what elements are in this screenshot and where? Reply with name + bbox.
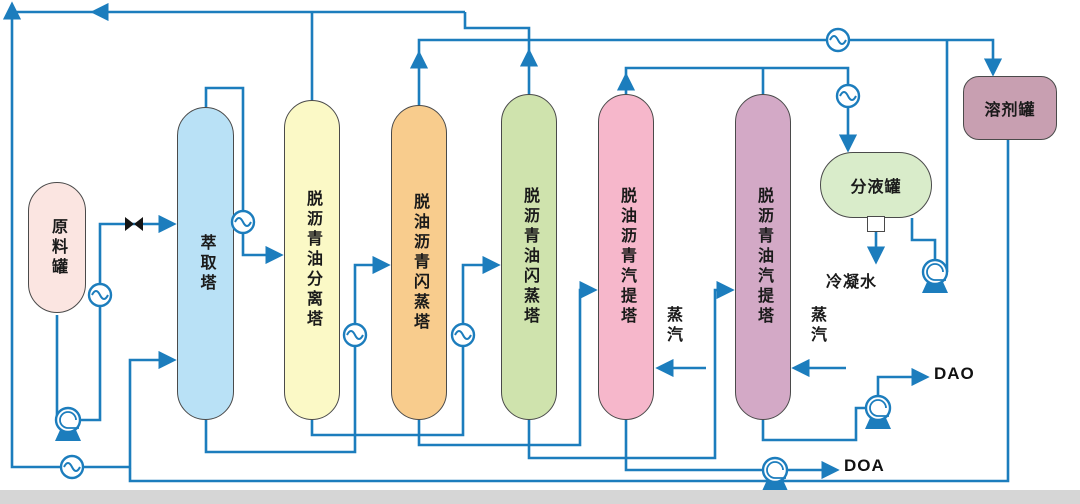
pump-icon <box>54 406 82 441</box>
vessel-dao-separation-tower: 脱沥青油分离塔 <box>284 100 340 420</box>
label-dao-product: DAO <box>934 364 975 383</box>
heat-exchanger-icon <box>87 282 113 308</box>
pipe-doaflash-overhead <box>417 38 1003 105</box>
valve-icon <box>125 217 143 231</box>
heat-exchanger-icon <box>230 209 256 235</box>
pipe-dao-product-out <box>876 367 930 396</box>
heat-exchanger-icon <box>342 322 368 348</box>
vessel-separator-drum: 分液罐 <box>820 152 932 218</box>
pump-icon <box>921 258 949 293</box>
pipe-feed-suction <box>55 315 66 422</box>
heat-exchanger-icon <box>825 27 851 53</box>
vessel-raw-material-tank: 原料罐 <box>28 182 86 313</box>
label-steam-1: 蒸汽 <box>664 306 681 346</box>
vessel-label-dao-separation-tower: 脱沥青油分离塔 <box>304 190 321 330</box>
separator-drum-nozzle <box>867 216 885 232</box>
heat-exchanger-icon <box>835 83 861 109</box>
vessel-dao-stripper-tower: 脱沥青油汽提塔 <box>735 94 791 420</box>
heat-exchanger-icon <box>59 454 85 480</box>
label-condensate-water: 冷凝水 <box>826 274 878 291</box>
vessel-dao-flash-tower: 脱沥青油闪蒸塔 <box>501 94 557 420</box>
vessel-doa-stripper-tower: 脱油沥青汽提塔 <box>598 94 654 420</box>
vessel-label-extraction-tower: 萃取塔 <box>197 233 215 294</box>
heat-exchanger-icon <box>450 322 476 348</box>
bottom-gray-band <box>0 490 1080 504</box>
vessel-label-doa-stripper-tower: 脱油沥青汽提塔 <box>618 187 635 327</box>
vessel-label-dao-flash-tower: 脱沥青油闪蒸塔 <box>521 187 538 327</box>
vessel-solvent-tank: 溶剂罐 <box>963 76 1057 140</box>
pipe-doa-product <box>624 420 764 472</box>
vessel-extraction-tower: 萃取塔 <box>177 107 234 420</box>
pump-icon <box>864 394 892 429</box>
pump-icon <box>761 456 789 491</box>
label-doa-product: DOA <box>844 456 885 475</box>
vessel-label-solvent-tank: 溶剂罐 <box>984 102 1036 119</box>
vessel-label-dao-stripper-tower: 脱沥青油汽提塔 <box>755 187 772 327</box>
pipe-drum-to-pump <box>910 218 937 261</box>
vessel-label-doa-flash-tower: 脱油沥青闪蒸塔 <box>411 192 428 333</box>
label-steam-2: 蒸汽 <box>808 306 825 346</box>
vessel-doa-flash-tower: 脱油沥青闪蒸塔 <box>391 105 447 420</box>
vessel-label-separator-drum: 分液罐 <box>850 179 902 196</box>
vessel-label-raw-material-tank: 原料罐 <box>49 217 66 278</box>
pipe-daoflash-overhead <box>463 12 531 94</box>
pipe-feed-to-extractor <box>80 214 177 422</box>
